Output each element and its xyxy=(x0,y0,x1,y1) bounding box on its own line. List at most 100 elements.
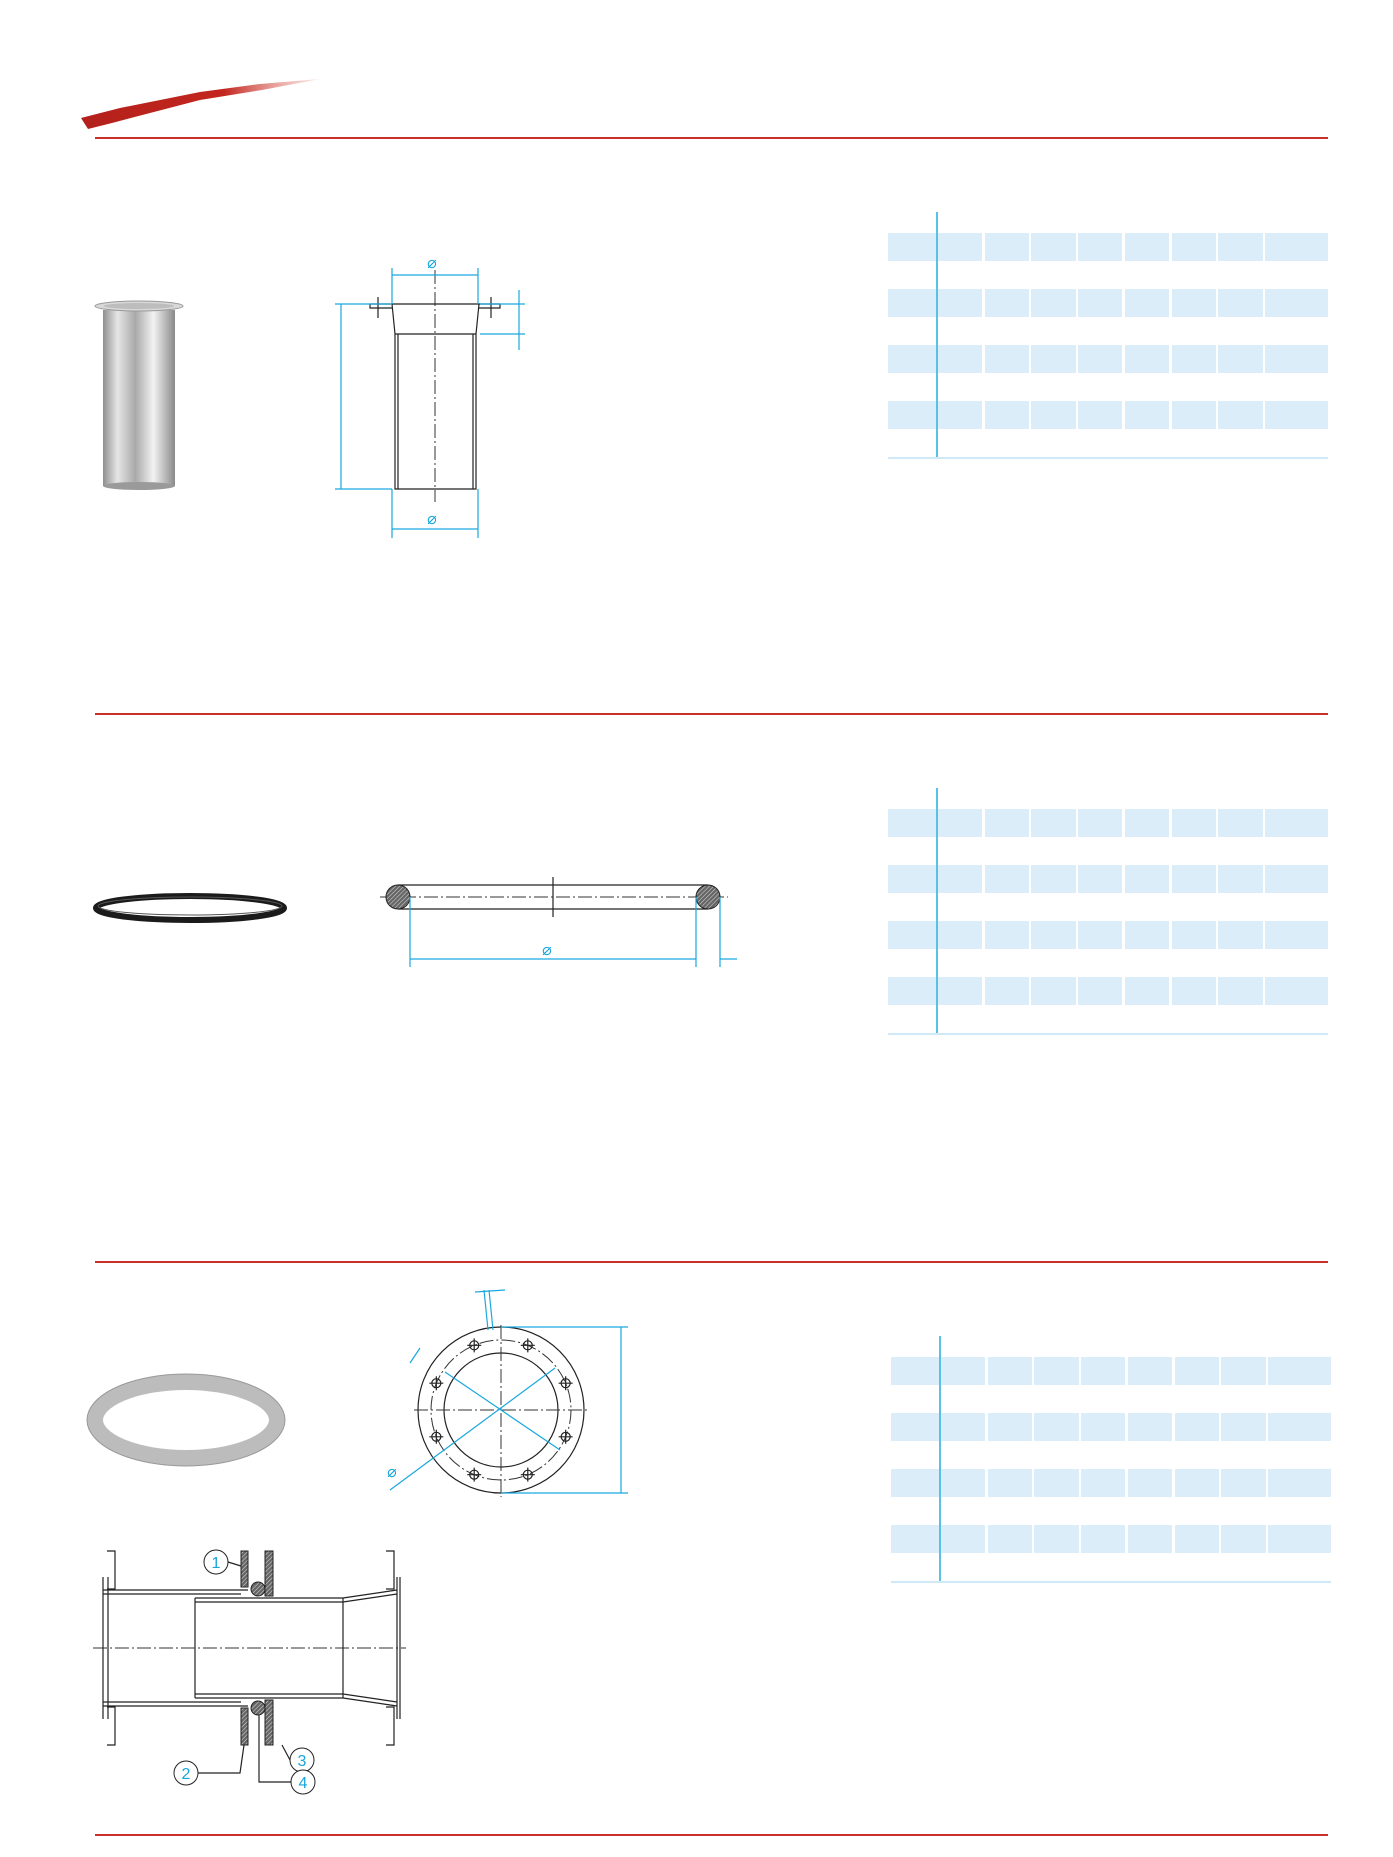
table-cell xyxy=(1031,809,1076,837)
table-cell xyxy=(1078,233,1122,261)
table-cell xyxy=(888,809,982,837)
table-cell xyxy=(1031,401,1076,429)
table-cell xyxy=(1221,1525,1266,1553)
table-cell xyxy=(1218,865,1263,893)
table-cell xyxy=(1031,345,1076,373)
callout-3: 3 xyxy=(298,1753,307,1770)
table-cell xyxy=(1218,233,1263,261)
table-cell xyxy=(1175,1413,1219,1441)
table-cell xyxy=(1265,289,1328,317)
table-cell xyxy=(1265,809,1328,837)
table-cell xyxy=(1218,345,1263,373)
table-cell xyxy=(1125,809,1169,837)
table-cell xyxy=(1265,921,1328,949)
table-cell xyxy=(891,1357,985,1385)
table-cell xyxy=(1031,233,1076,261)
table-cell xyxy=(985,401,1029,429)
diameter-symbol: ⌀ xyxy=(427,255,437,272)
table-cell xyxy=(1128,1469,1172,1497)
spec-table xyxy=(888,788,1328,1035)
table-cell xyxy=(1031,865,1076,893)
table-cell xyxy=(1078,345,1122,373)
table-cell xyxy=(988,1469,1032,1497)
bolt-hole xyxy=(431,1378,442,1389)
table-cell xyxy=(985,865,1029,893)
table-cell xyxy=(1221,1413,1266,1441)
table-cell xyxy=(1078,921,1122,949)
table-cell xyxy=(1031,921,1076,949)
table-cell xyxy=(888,401,982,429)
table-cell xyxy=(1218,809,1263,837)
table-cell xyxy=(891,1469,985,1497)
table-cell xyxy=(1218,977,1263,1005)
table-cell xyxy=(1175,1469,1219,1497)
table-divider xyxy=(936,788,938,1035)
table-cell xyxy=(1081,1413,1125,1441)
table-bottom-rule xyxy=(888,457,1328,459)
table-cell xyxy=(1078,289,1122,317)
table-cell xyxy=(1268,1413,1331,1441)
table-cell xyxy=(985,345,1029,373)
table-cell xyxy=(1265,345,1328,373)
table-cell xyxy=(985,233,1029,261)
table-cell xyxy=(1078,977,1122,1005)
table-cell xyxy=(891,1525,985,1553)
diameter-symbol: ⌀ xyxy=(542,942,552,959)
table-cell xyxy=(1172,233,1216,261)
bolt-hole xyxy=(522,1340,533,1351)
table-cell xyxy=(1265,401,1328,429)
table-cell xyxy=(1268,1469,1331,1497)
callout-4: 4 xyxy=(299,1775,308,1792)
table-cell xyxy=(1078,809,1122,837)
bolt-hole-crosshair xyxy=(558,1376,573,1391)
table-cell xyxy=(1265,233,1328,261)
table-divider xyxy=(936,212,938,459)
table-cell xyxy=(1221,1357,1266,1385)
table-cell xyxy=(1172,921,1216,949)
table-cell xyxy=(1125,345,1169,373)
section-divider xyxy=(95,137,1328,139)
table-cell xyxy=(888,289,982,317)
section-divider xyxy=(95,713,1328,715)
table-divider xyxy=(939,1336,941,1583)
table-cell xyxy=(1034,1413,1079,1441)
bolt-hole xyxy=(522,1469,533,1480)
table-cell xyxy=(1172,977,1216,1005)
spec-table xyxy=(891,1336,1331,1583)
table-cell xyxy=(1125,977,1169,1005)
table-cell xyxy=(985,921,1029,949)
table-cell xyxy=(1034,1469,1079,1497)
table-cell xyxy=(1221,1469,1266,1497)
bolt-hole xyxy=(560,1378,571,1389)
table-cell xyxy=(1128,1525,1172,1553)
table-cell xyxy=(888,921,982,949)
table-cell xyxy=(1268,1357,1331,1385)
table-cell xyxy=(1218,289,1263,317)
table-cell xyxy=(1172,289,1216,317)
table-cell xyxy=(1078,401,1122,429)
bolt-hole xyxy=(431,1431,442,1442)
diameter-symbol: ⌀ xyxy=(387,1464,397,1481)
table-cell xyxy=(1031,977,1076,1005)
table-bottom-rule xyxy=(891,1581,1331,1583)
table-bottom-rule xyxy=(888,1033,1328,1035)
table-cell xyxy=(891,1413,985,1441)
table-cell xyxy=(985,289,1029,317)
table-cell xyxy=(1081,1357,1125,1385)
table-cell xyxy=(1218,401,1263,429)
table-cell xyxy=(1268,1525,1331,1553)
section-divider xyxy=(95,1834,1328,1836)
table-cell xyxy=(1175,1357,1219,1385)
table-cell xyxy=(888,865,982,893)
bolt-hole xyxy=(469,1469,480,1480)
callout-1: 1 xyxy=(212,1555,221,1572)
table-cell xyxy=(1125,401,1169,429)
table-cell xyxy=(888,345,982,373)
table-cell xyxy=(988,1413,1032,1441)
callout-2: 2 xyxy=(182,1766,191,1783)
table-cell xyxy=(985,977,1029,1005)
bolt-hole-crosshair xyxy=(429,1376,444,1391)
table-cell xyxy=(1125,865,1169,893)
bolt-hole xyxy=(560,1431,571,1442)
table-cell xyxy=(1172,809,1216,837)
